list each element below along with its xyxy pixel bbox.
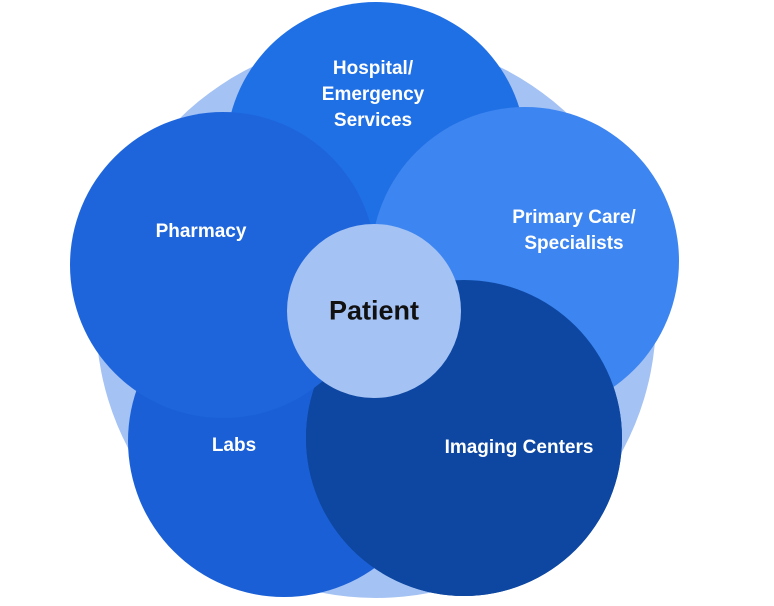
- node-labs-label: Labs: [211, 435, 257, 456]
- center-label: Patient: [328, 295, 420, 326]
- node-hospital-label: Hospital/ Emergency Services: [321, 58, 425, 131]
- node-pharmacy-label: Pharmacy: [155, 221, 247, 242]
- node-imaging-label: Imaging Centers: [444, 437, 594, 458]
- center-circle: [287, 224, 461, 398]
- node-primary-care-label: Primary Care/ Specialists: [512, 207, 636, 254]
